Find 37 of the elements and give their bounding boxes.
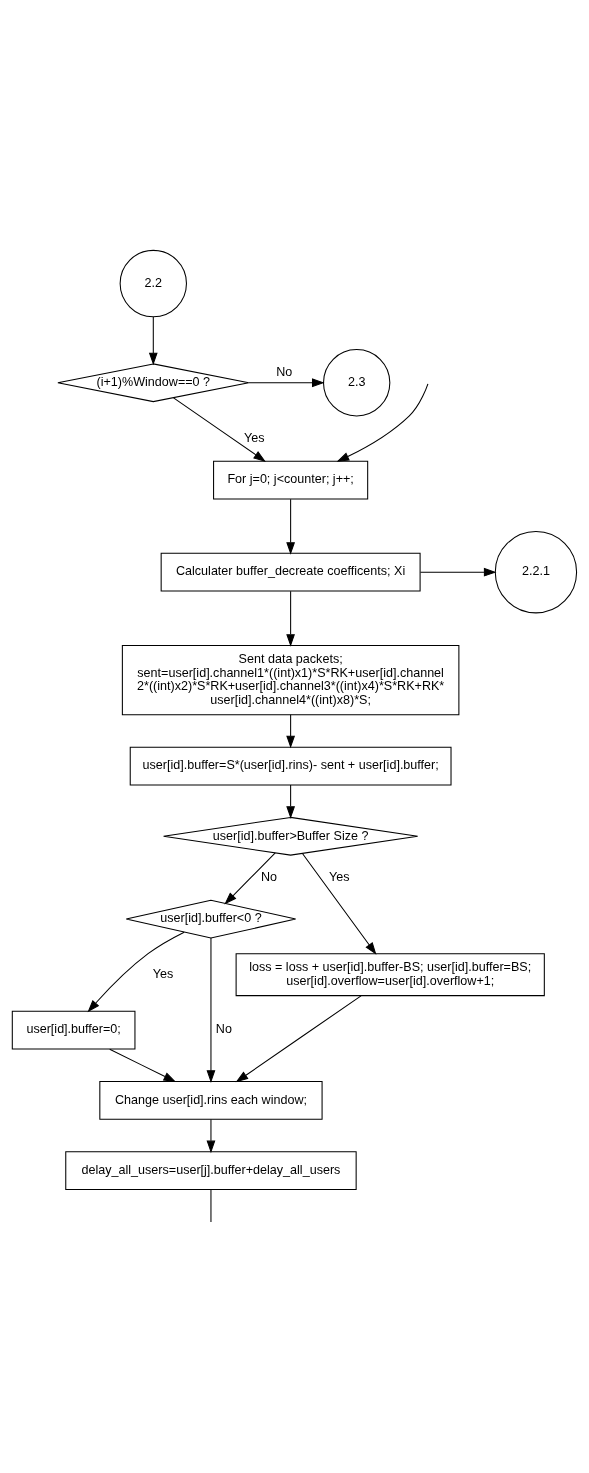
arrow bbox=[286, 498, 296, 555]
arrow bbox=[286, 784, 296, 819]
node-box: Sent data packets; sent=user[id].channel1*((int)x1)*S*RK+user[id].channel 2*((int)x2)*S*RK+user[id].channel3*((int)x4)*S*RK+RK* user[id].channel4*((int)x8)*S; bbox=[121, 644, 460, 716]
arrow bbox=[235, 995, 362, 1083]
node-diamond: user[id].buffer<0 ? bbox=[125, 899, 297, 939]
node-box: user[id].buffer=S*(user[id].rins)- sent + user[id].buffer; bbox=[129, 746, 452, 786]
node-box: Change user[id].rins each window; bbox=[99, 1081, 323, 1120]
node-box: For j=0; j<counter; j++; bbox=[213, 460, 369, 500]
arrow bbox=[109, 1048, 177, 1083]
node-diamond: user[id].buffer>Buffer Size ? bbox=[163, 816, 419, 856]
node-box: Calculater buffer_decreate coefficents; Xi bbox=[160, 552, 421, 592]
arrow bbox=[301, 852, 377, 955]
arrow bbox=[248, 378, 325, 388]
arrow bbox=[286, 714, 296, 749]
arrow bbox=[148, 316, 158, 366]
edge-label: No bbox=[260, 869, 278, 884]
arrow bbox=[87, 931, 185, 1013]
arrow bbox=[336, 383, 429, 462]
node-box: loss = loss + user[id].buffer-BS; user[id].buffer=BS; user[id].overflow=user[id].overflow+1; bbox=[235, 953, 545, 997]
node-diamond: (i+1)%Window==0 ? bbox=[57, 363, 250, 403]
node-circle: 2.2.1 bbox=[494, 531, 578, 614]
edge-label: Yes bbox=[244, 430, 265, 445]
node-box: user[id].buffer=0; bbox=[11, 1010, 136, 1050]
arrow bbox=[206, 937, 216, 1083]
arrow bbox=[206, 1118, 216, 1154]
node-circle: 2.3 bbox=[322, 349, 391, 417]
edge-label: Yes bbox=[152, 966, 174, 981]
arrow bbox=[286, 590, 296, 647]
edge-label: Yes bbox=[328, 869, 350, 884]
node-box: delay_all_users=user[j].buffer+delay_all_users bbox=[65, 1151, 357, 1191]
edge-label: No bbox=[215, 1022, 232, 1037]
node-circle: 2.2 bbox=[119, 249, 187, 318]
arrow bbox=[419, 567, 497, 577]
connector bbox=[210, 1189, 212, 1223]
edge-label: No bbox=[276, 365, 293, 380]
arrow bbox=[224, 852, 276, 905]
arrow bbox=[173, 397, 266, 462]
